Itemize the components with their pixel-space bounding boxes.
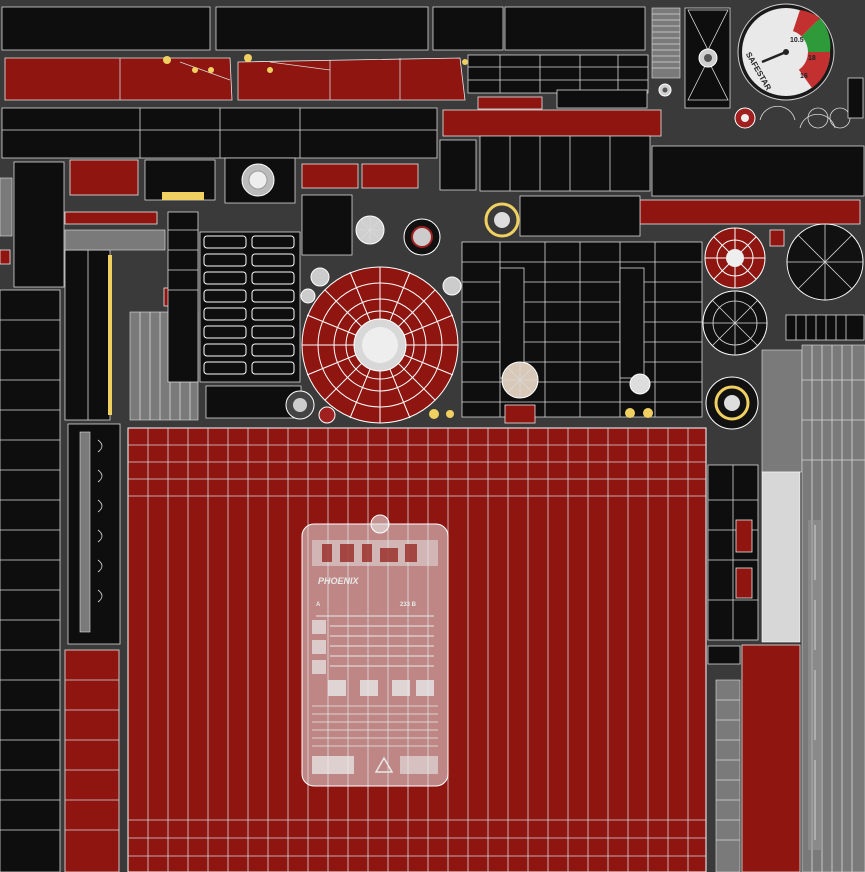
label-rating: 233 B <box>400 602 417 608</box>
gauge-needle <box>761 50 787 64</box>
valve-mesh-uv <box>461 241 703 424</box>
fire-class-icons <box>328 680 434 696</box>
clip-grid-uv <box>167 194 353 424</box>
label-brand: PHOENIX <box>318 576 360 586</box>
right-panels <box>439 135 865 237</box>
gauge-scale-3: 16 <box>800 73 808 80</box>
gauge-scale-1: 10.5 <box>790 37 804 44</box>
valve-cross-uv <box>658 7 731 109</box>
pressure-gauge: SAFESTAR 10.5 18 16 <box>737 3 835 101</box>
vertical-decal-strip <box>808 520 822 850</box>
handle-lever-uv <box>4 54 468 101</box>
body-black-panels <box>1 107 662 204</box>
valve-body-uv <box>467 54 649 110</box>
rings-top-right <box>734 77 864 129</box>
label-class: A <box>316 602 321 608</box>
extinguisher-label: PHOENIX A 233 B <box>301 514 449 787</box>
left-strip-grid <box>0 319 60 831</box>
right-caps-uv <box>702 223 865 430</box>
bottom-cap-uv <box>301 266 459 424</box>
top-strips <box>1 6 681 79</box>
gauge-scale-2: 18 <box>808 55 816 62</box>
small-caps-uv <box>300 202 520 304</box>
